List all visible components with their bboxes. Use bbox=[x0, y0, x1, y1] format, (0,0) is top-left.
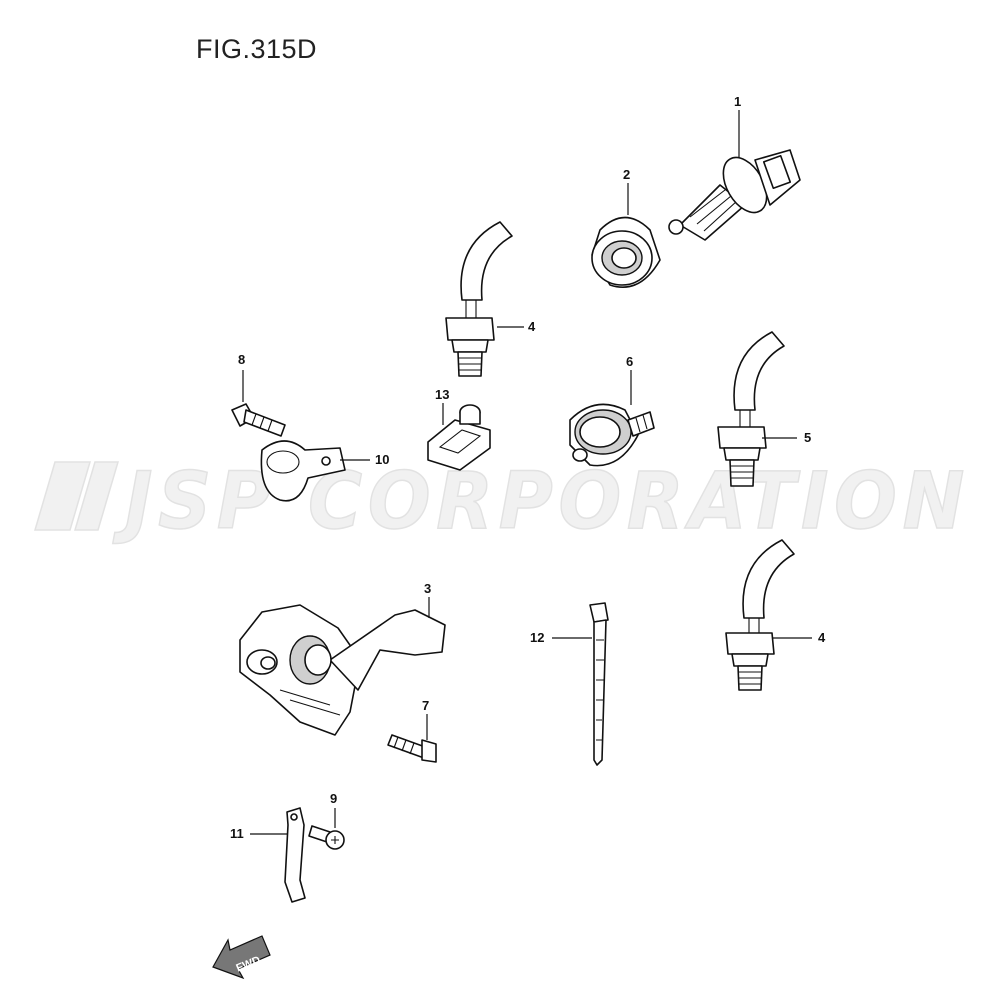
part-2-grommet bbox=[591, 216, 661, 289]
part-1-sensor bbox=[668, 149, 801, 241]
leader-lines bbox=[242, 110, 812, 835]
part-5-sender bbox=[717, 331, 785, 487]
callout-5: 5 bbox=[804, 430, 811, 445]
part-10-clamp bbox=[260, 440, 346, 502]
part-11-strap bbox=[284, 807, 306, 903]
fwd-arrow-icon: FWD bbox=[212, 935, 271, 980]
callout-4-upper: 4 bbox=[528, 319, 536, 334]
part-8-bolt bbox=[231, 403, 286, 437]
callout-2: 2 bbox=[623, 167, 630, 182]
callout-11: 11 bbox=[230, 826, 244, 841]
callout-10: 10 bbox=[375, 452, 389, 467]
svg-text:JSP CORPORATION: JSP CORPORATION bbox=[113, 457, 970, 547]
callout-7: 7 bbox=[422, 698, 429, 713]
watermark-logo: JSP CORPORATION bbox=[33, 456, 970, 548]
callout-labels: 1 2 4 8 13 6 5 10 3 12 4 7 9 11 bbox=[230, 94, 826, 841]
part-9-screw bbox=[308, 825, 345, 850]
part-13-holder bbox=[427, 404, 491, 471]
part-3-bracket bbox=[239, 604, 446, 736]
callout-4-lower: 4 bbox=[818, 630, 826, 645]
callout-1: 1 bbox=[734, 94, 741, 109]
callout-8: 8 bbox=[238, 352, 245, 367]
figure-title: FIG.315D bbox=[196, 34, 318, 64]
part-4-sender-upper bbox=[445, 221, 513, 377]
callout-3: 3 bbox=[424, 581, 431, 596]
part-4-sender-lower bbox=[725, 539, 795, 691]
callout-9: 9 bbox=[330, 791, 337, 806]
callout-12: 12 bbox=[530, 630, 544, 645]
callout-6: 6 bbox=[626, 354, 633, 369]
part-7-bolt bbox=[387, 734, 437, 763]
part-6-knock-sensor bbox=[569, 403, 655, 467]
callout-13: 13 bbox=[435, 387, 449, 402]
part-12-cable-tie bbox=[589, 602, 609, 766]
